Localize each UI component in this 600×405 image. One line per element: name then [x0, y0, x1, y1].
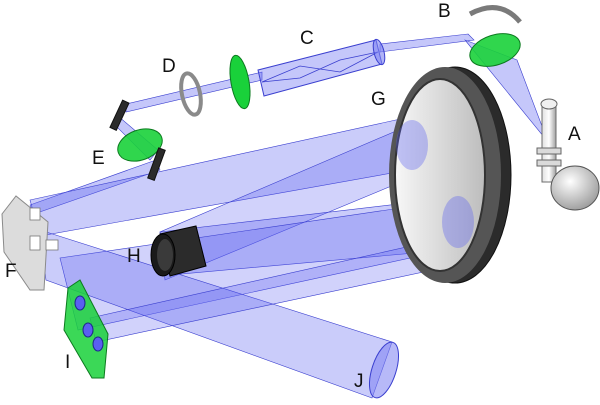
collimator-body	[257, 39, 383, 97]
beam-c-to-e	[125, 71, 263, 113]
lamp-reflector	[550, 165, 600, 211]
lens-e	[117, 128, 163, 162]
label-c: C	[300, 28, 314, 49]
lamp-bulb-top	[540, 98, 558, 110]
lamp-clip-top	[536, 147, 562, 155]
detector-i-chip-1	[74, 295, 86, 311]
lamp-rod	[541, 101, 557, 183]
mirror-e-bottom	[147, 147, 166, 182]
polarizer-ring-d	[179, 71, 203, 117]
label-d: D	[162, 56, 176, 77]
label-f: F	[5, 261, 17, 282]
collimator-inner-rays-2	[261, 51, 379, 83]
label-a: A	[568, 124, 581, 145]
lamp-source-a	[536, 98, 600, 211]
concave-mirror-g	[389, 66, 512, 284]
label-j: J	[354, 371, 364, 392]
beam-bundle	[29, 33, 549, 399]
mirror-group-e	[109, 99, 166, 182]
label-h: H	[127, 246, 141, 267]
detector-i	[63, 279, 109, 379]
detector-i-chip-2	[82, 322, 94, 338]
mirror-g-spot-lower	[442, 196, 474, 248]
mirror-g-spot-upper	[396, 120, 428, 170]
grating-f-slot-2	[29, 235, 41, 251]
labels: A B C D E F G H I J	[5, 1, 581, 392]
detector-i-chip-3	[92, 336, 104, 352]
grating-f-slot-3	[45, 239, 59, 251]
mirror-e-top	[109, 99, 130, 131]
collimator-end-cap	[372, 38, 386, 66]
cylinder-h	[150, 225, 207, 277]
label-g: G	[371, 89, 386, 110]
beam-b-to-c	[379, 33, 475, 53]
mirror-b-arc	[468, 5, 522, 24]
grating-f-slot-1	[29, 207, 41, 221]
collimator-c	[257, 38, 386, 97]
label-e: E	[92, 148, 105, 169]
lens-cd	[229, 54, 251, 110]
lens-b	[469, 33, 521, 67]
label-i: I	[65, 352, 70, 373]
cylinder-h-face	[157, 239, 173, 271]
grating-f	[1, 195, 59, 291]
label-b: B	[438, 1, 451, 22]
mirror-b	[468, 5, 522, 67]
mirror-g-face	[394, 78, 486, 272]
exit-beam-j-end	[368, 341, 400, 399]
lamp-clip-bottom	[536, 159, 562, 167]
